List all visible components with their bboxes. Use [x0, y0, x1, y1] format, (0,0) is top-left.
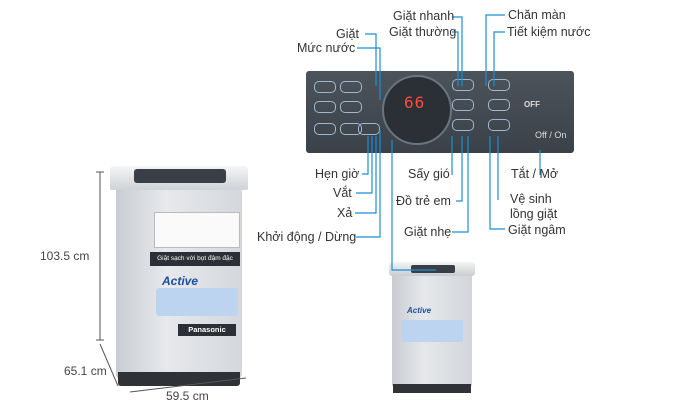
leader-giat	[365, 33, 377, 86]
washing-machine-image: Giặt sạch với bọt đậm đặc Active Panason…	[110, 166, 248, 388]
leader-hen-gio	[362, 136, 369, 175]
panel-button	[314, 81, 336, 93]
panel-button	[488, 99, 510, 111]
leader-xa	[355, 136, 377, 214]
panel-button	[452, 79, 474, 91]
label-giat-ngam: Giặt ngâm	[508, 223, 566, 237]
small-washer-panel	[411, 265, 455, 273]
washer-foam-image	[156, 288, 238, 316]
small-washer-lid	[389, 262, 475, 276]
washer-active-logo: Active	[162, 274, 199, 288]
label-muc-nuoc: Mức nước	[297, 41, 356, 55]
dimension-width: 59.5 cm	[166, 389, 209, 403]
panel-button	[358, 123, 380, 135]
panel-button	[340, 101, 362, 113]
label-vat: Vắt	[333, 186, 352, 200]
label-khoi-dong-dung: Khởi động / Dừng	[257, 230, 357, 244]
dimension-depth: 65.1 cm	[64, 364, 107, 378]
leader-small-washer	[391, 140, 436, 271]
panel-dial	[382, 75, 452, 145]
washer-brand-logo: Panasonic	[178, 324, 236, 336]
panel-button	[488, 119, 510, 131]
panel-button	[452, 119, 474, 131]
label-tat-mo: Tắt / Mở	[511, 167, 559, 181]
panel-button	[340, 81, 362, 93]
panel-button	[488, 79, 510, 91]
label-xa: Xả	[337, 206, 353, 220]
leader-tiet-kiem	[493, 31, 505, 86]
leader-chan-man	[485, 14, 505, 86]
label-say-gio: Sấy gió	[408, 167, 450, 181]
label-ve-sinh-line1: Vệ sinh	[510, 192, 552, 206]
panel-button	[452, 99, 474, 111]
washer-sticker	[154, 212, 240, 248]
leader-giat-ngam	[489, 136, 505, 230]
dimension-width-line	[129, 377, 247, 393]
leader-giat-thuong	[452, 31, 459, 86]
washer-banner: Giặt sạch với bọt đậm đặc	[150, 252, 240, 266]
label-ve-sinh-line2: lồng giặt	[510, 207, 558, 221]
label-giat: Giặt	[336, 27, 359, 41]
label-do-tre-em: Đồ trẻ em	[396, 194, 451, 208]
washer-lid	[110, 166, 248, 190]
panel-display: 66	[404, 93, 426, 112]
panel-off-indicator: OFF	[524, 100, 540, 109]
panel-button	[340, 123, 362, 135]
small-washer-foam-image	[401, 320, 463, 342]
washing-machine-small-image: Active	[389, 262, 475, 394]
panel-button	[314, 123, 336, 135]
control-panel-image: 66 OFF Off / On	[306, 71, 574, 153]
label-giat-nhanh: Giặt nhanh	[393, 9, 455, 23]
small-washer-active-logo: Active	[407, 306, 432, 315]
leader-muc-nuoc	[357, 47, 381, 100]
leader-khoi-dong	[356, 130, 381, 238]
small-washer-base	[393, 384, 471, 393]
label-hen-gio: Hẹn giờ	[315, 167, 360, 181]
panel-button	[314, 101, 336, 113]
washer-top-panel	[134, 169, 226, 183]
dimension-depth-line	[99, 343, 119, 387]
leader-giat-nhe	[452, 136, 469, 233]
label-chan-man: Chăn màn	[508, 8, 566, 22]
label-giat-thuong: Giặt thường	[389, 25, 457, 39]
leader-do-tre-em	[456, 136, 463, 202]
panel-power-label: Off / On	[535, 130, 567, 140]
leader-giat-nhanh	[452, 16, 463, 86]
leader-vat	[356, 136, 373, 194]
label-tiet-kiem-nuoc: Tiết kiệm nước	[507, 25, 591, 39]
label-giat-nhe: Giặt nhẹ	[404, 225, 452, 239]
dimension-height: 103.5 cm	[40, 249, 90, 263]
